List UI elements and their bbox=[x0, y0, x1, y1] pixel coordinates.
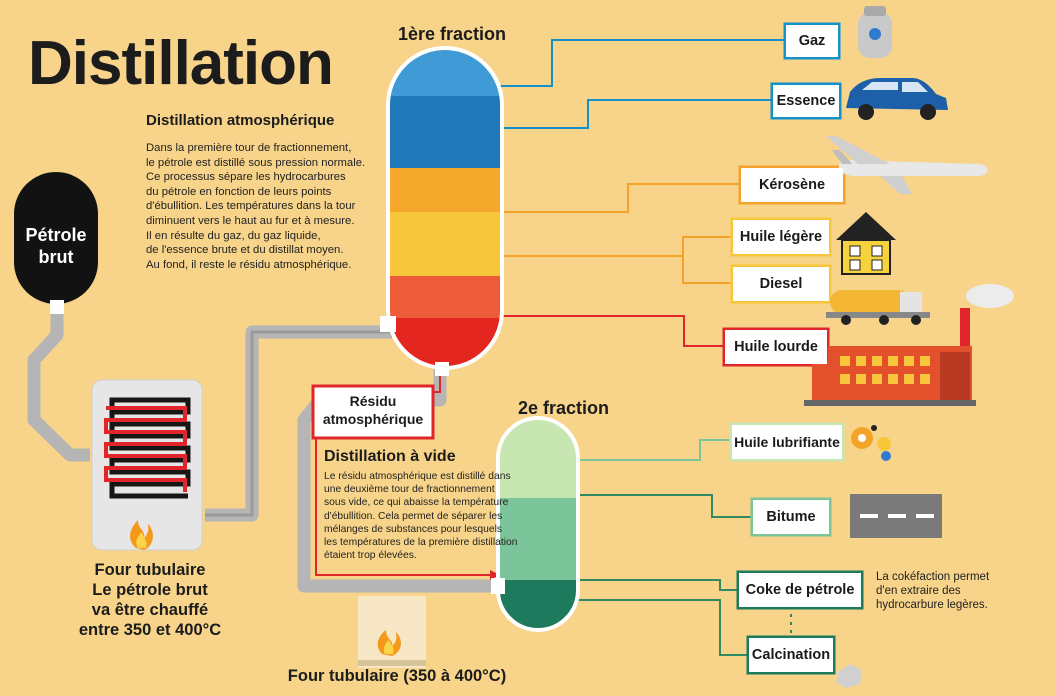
line-bitume bbox=[566, 494, 752, 518]
gears-icon bbox=[851, 425, 891, 461]
vacuum-text: Le résidu atmosphérique est distillé dan… bbox=[324, 471, 518, 562]
product-kerosene: Kérosène bbox=[741, 168, 843, 202]
factory-icon bbox=[804, 284, 1014, 406]
gas-bottle-icon bbox=[858, 6, 892, 58]
product-gaz: Gaz bbox=[786, 25, 838, 57]
line-huile-lourde bbox=[500, 315, 724, 347]
airplane-icon bbox=[826, 136, 988, 194]
tower-1 bbox=[386, 46, 504, 370]
line-diesel bbox=[682, 256, 732, 284]
fraction-1-label: 1ère fraction bbox=[398, 24, 507, 44]
product-huile-legere: Huile légère bbox=[733, 220, 829, 254]
line-lubrifiante bbox=[576, 439, 731, 461]
product-huile-lourde: Huile lourde bbox=[725, 330, 827, 364]
tower-2 bbox=[496, 416, 580, 632]
crude-label: Pétrole brut bbox=[25, 225, 87, 267]
coking-note: La cokéfaction permet d'en extraire des … bbox=[876, 571, 990, 611]
product-essence: Essence bbox=[773, 85, 839, 117]
product-calcination: Calcination bbox=[749, 638, 833, 672]
pipe-crude-down bbox=[27, 300, 90, 462]
line-huile-legere bbox=[500, 236, 732, 257]
product-huile-lubrifiante: Huile lubrifiante bbox=[732, 425, 842, 459]
line-gaz bbox=[500, 39, 785, 87]
crude-tank bbox=[14, 172, 98, 304]
atmospheric-heading: Distillation atmosphérique bbox=[146, 112, 335, 129]
page-title: Distillation bbox=[28, 29, 334, 98]
line-essence bbox=[500, 99, 775, 129]
coke-icon bbox=[836, 664, 862, 688]
furnace-2-caption: Four tubulaire (350 à 400°C) bbox=[287, 667, 507, 685]
furnace-1-caption: Four tubulaire Le pétrole brut va être c… bbox=[78, 561, 222, 639]
line-kerosene bbox=[500, 183, 740, 213]
house-icon bbox=[836, 212, 896, 275]
atmospheric-text: Dans la première tour de fractionnement,… bbox=[146, 142, 366, 271]
line-coke bbox=[574, 579, 738, 591]
tanker-truck-icon bbox=[826, 290, 930, 325]
residue-label: Résidu atmosphérique bbox=[322, 393, 424, 427]
product-bitume: Bitume bbox=[753, 500, 829, 534]
fraction-2-label: 2e fraction bbox=[518, 398, 610, 418]
road-icon bbox=[850, 494, 942, 538]
product-diesel: Diesel bbox=[733, 267, 829, 301]
vacuum-heading: Distillation à vide bbox=[324, 448, 456, 465]
product-coke: Coke de pétrole bbox=[739, 573, 861, 607]
furnace-2 bbox=[358, 596, 426, 668]
car-icon bbox=[846, 78, 948, 120]
line-calcination bbox=[574, 599, 748, 656]
